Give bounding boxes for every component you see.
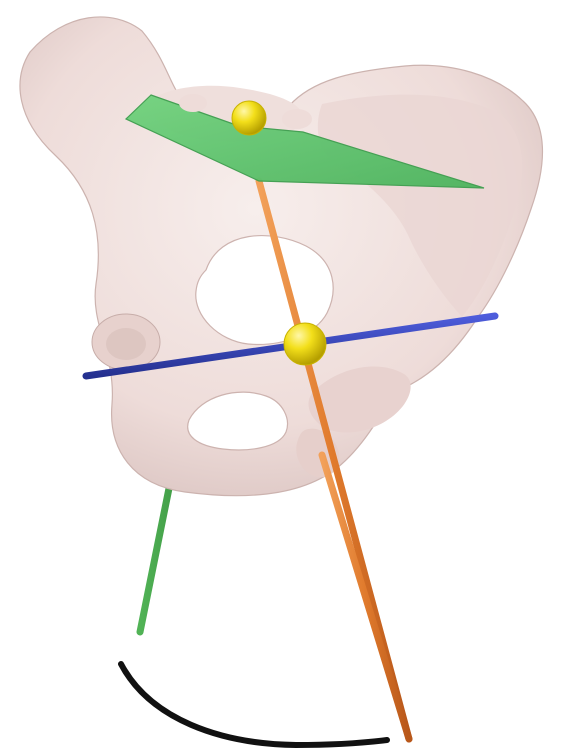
orange-axis-rod-front-segment (322, 455, 409, 739)
bone-protrusion (179, 94, 207, 112)
black-arc (121, 664, 387, 745)
yellow-marker-sphere-top (232, 101, 266, 135)
yellow-marker-sphere-center (284, 323, 326, 365)
bone-protrusion (282, 109, 312, 129)
